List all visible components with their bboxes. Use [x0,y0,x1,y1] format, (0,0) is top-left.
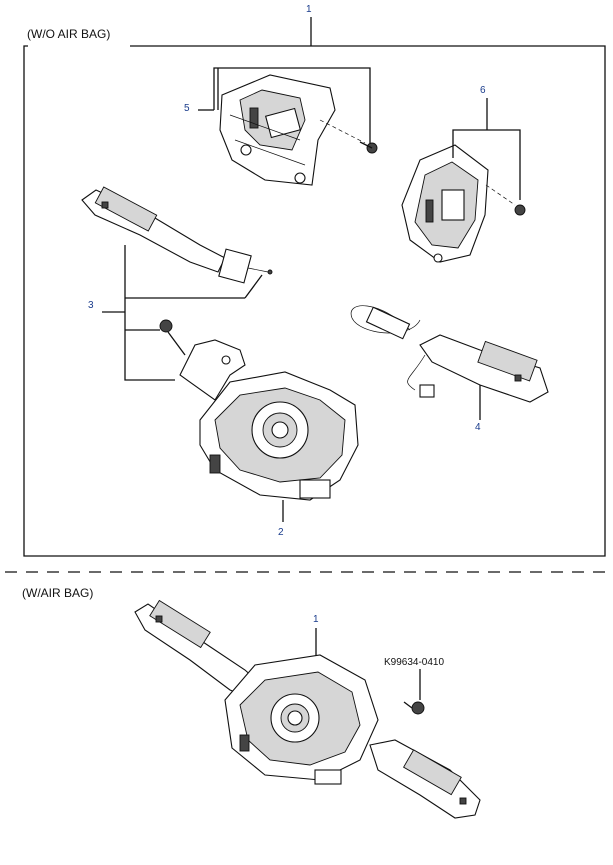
section-title-without-airbag: (W/O AIR BAG) [27,27,110,41]
callout-4: 4 [475,422,481,433]
bolt-drawing [403,701,425,715]
leader-5 [198,67,371,143]
leader-6 [452,98,521,200]
bracket-6-drawing [401,144,526,263]
switch-body-2-drawing [179,339,359,501]
screw-drawing [159,319,186,356]
bracket-5-drawing [219,74,378,186]
callout-6: 6 [480,85,486,96]
callout-2: 2 [278,527,284,538]
callout-1-bottom: 1 [313,614,319,625]
callout-3: 3 [88,300,94,311]
section-frame-without-airbag [23,17,606,557]
part-number-label: K99634-0410 [384,657,444,668]
leader-3 [102,245,263,381]
callout-1-top: 1 [306,4,312,15]
turn-lever-3-drawing [81,186,273,284]
wiper-switch-4-drawing [350,305,549,403]
combination-switch-drawing [134,599,481,819]
section-title-with-airbag: (W/AIR BAG) [22,586,93,600]
callout-5: 5 [184,103,190,114]
